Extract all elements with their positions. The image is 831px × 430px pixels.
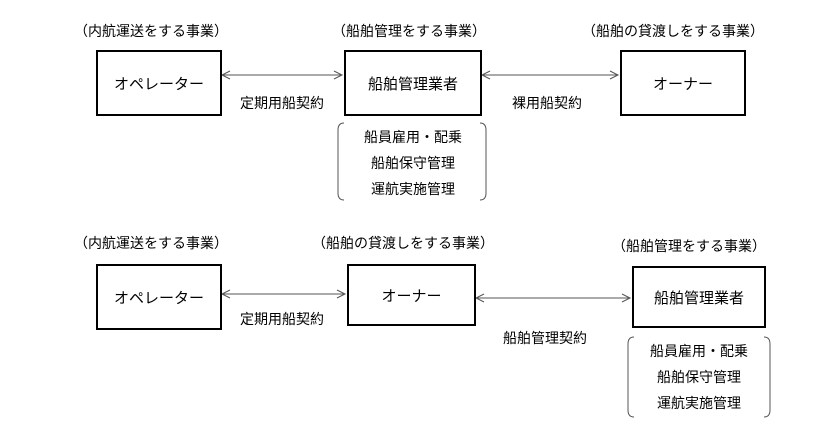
contract-label-time-charter-1: 定期用船契約 [240,96,324,112]
duties-list-2: 船員雇用・配乗 船舶保守管理 運航実施管理 [628,339,770,417]
arrow-operator-owner [220,289,347,299]
duty-item: 船員雇用・配乗 [364,130,462,146]
manager-caption-2: （船舶管理をする事業） [612,239,766,255]
manager-box-1: 船舶管理業者 [344,50,482,116]
operator-caption-1: （内航運送をする事業） [74,24,228,40]
arrow-owner-manager [474,293,632,303]
owner-box-2: オーナー [347,264,476,326]
operator-label-2: オペレーター [113,288,204,307]
operator-label-1: オペレーター [113,74,204,93]
duty-item: 船員雇用・配乗 [650,344,748,360]
operator-box-2: オペレーター [96,264,222,330]
manager-caption-1: （船舶管理をする事業） [332,24,486,40]
owner-box-1: オーナー [620,50,746,116]
duties-list-1: 船員雇用・配乗 船舶保守管理 運航実施管理 [340,125,486,203]
owner-label-1: オーナー [652,74,713,93]
arrow-operator-manager [220,70,344,80]
contract-label-bareboat-1: 裸用船契約 [512,96,582,112]
manager-box-2: 船舶管理業者 [632,266,766,328]
duty-item: 船舶保守管理 [657,370,741,386]
duty-item: 運航実施管理 [371,182,455,198]
duties-brace-2 [627,336,771,418]
duty-item: 船舶保守管理 [371,156,455,172]
duty-item: 運航実施管理 [657,396,741,412]
arrow-manager-owner [480,70,620,80]
contract-label-time-charter-2: 定期用船契約 [240,312,324,328]
owner-label-2: オーナー [381,286,442,305]
contract-label-management-2: 船舶管理契約 [503,331,587,347]
manager-label-1: 船舶管理業者 [367,74,458,93]
operator-box-1: オペレーター [96,50,222,116]
owner-caption-1: （船舶の貸渡しをする事業） [582,24,764,40]
operator-caption-2: （内航運送をする事業） [74,236,228,252]
owner-caption-2: （船舶の貸渡しをする事業） [312,236,494,252]
duties-brace-1 [337,122,487,201]
manager-label-2: 船舶管理業者 [653,288,744,307]
